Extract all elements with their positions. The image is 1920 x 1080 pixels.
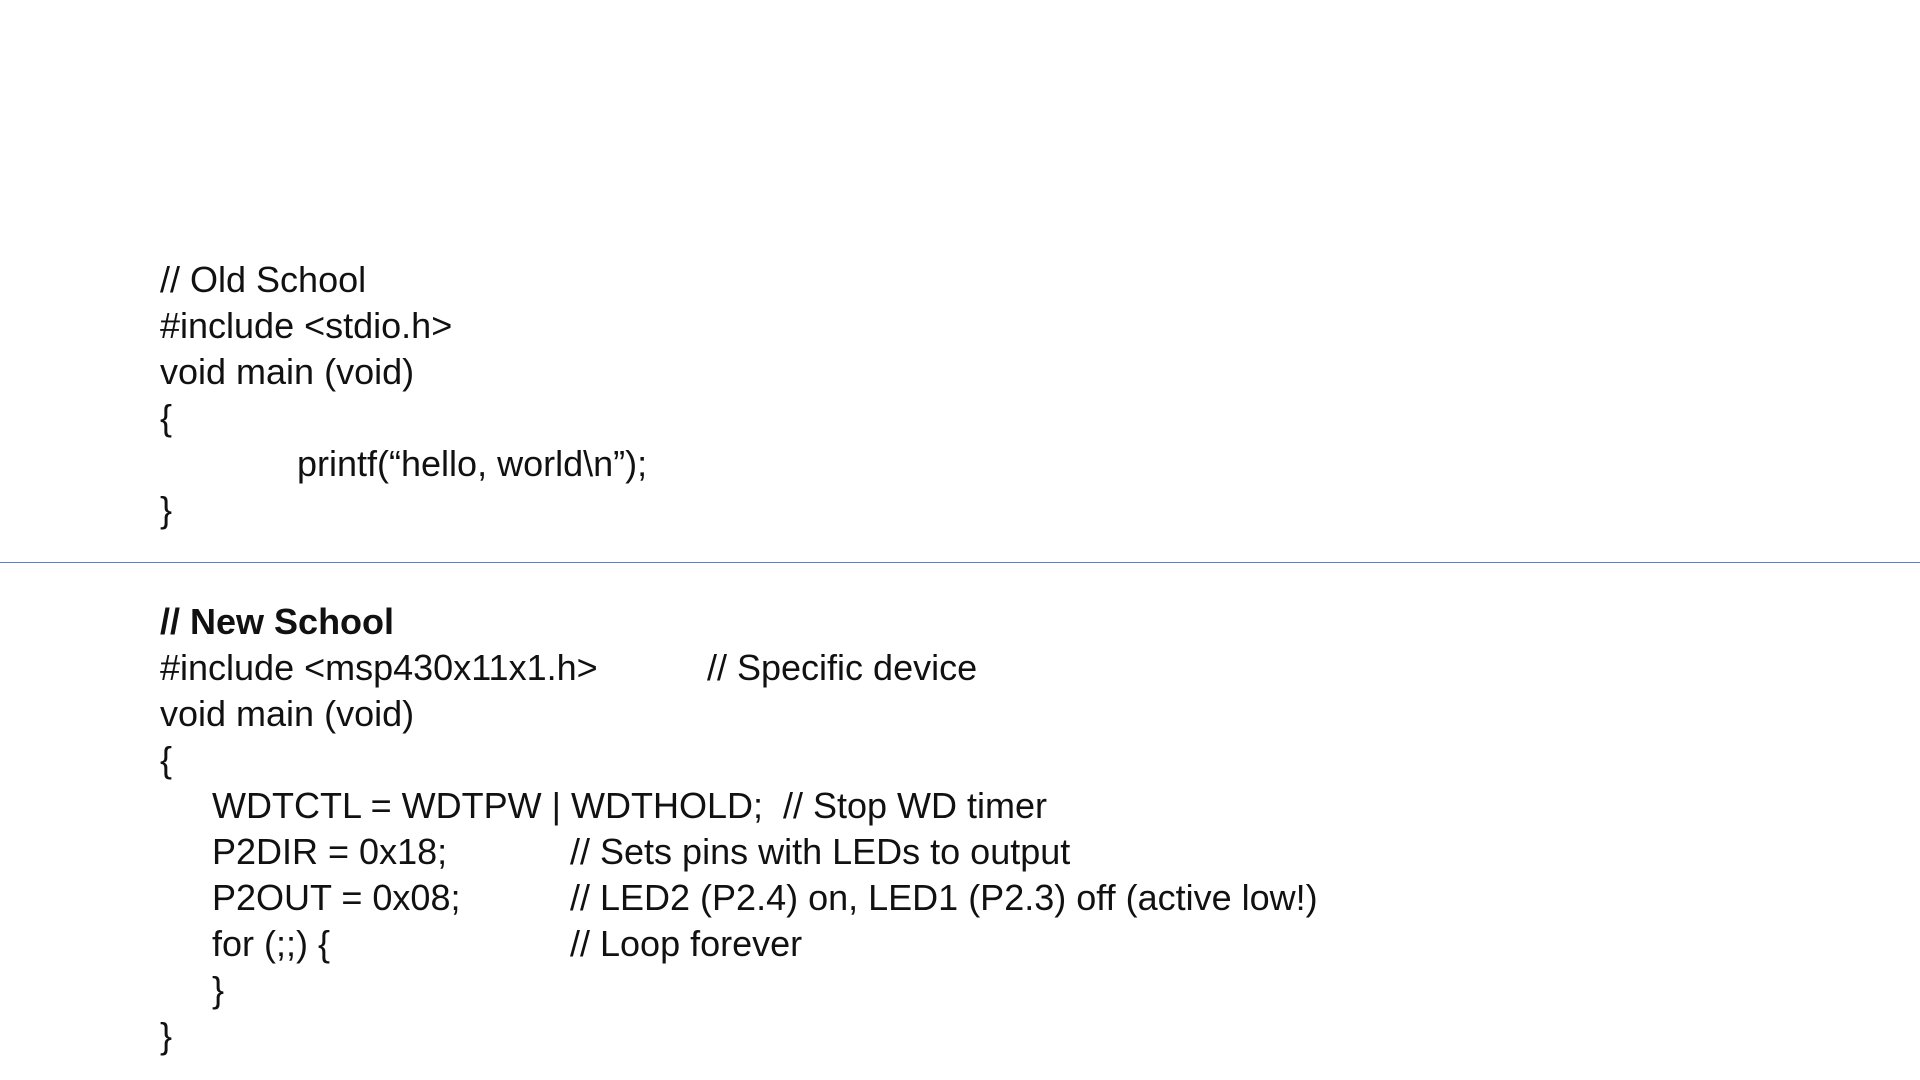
new-school-include-line: #include <msp430x11x1.h> bbox=[160, 647, 598, 688]
new-school-open-brace: { bbox=[160, 739, 173, 780]
old-school-include-line: #include <stdio.h> bbox=[160, 305, 453, 346]
old-school-main-signature: void main (void) bbox=[160, 351, 415, 392]
new-school-p2dir-comment: // Sets pins with LEDs to output bbox=[570, 831, 1071, 872]
new-school-include-comment: // Specific device bbox=[707, 647, 978, 688]
old-school-printf-line: printf(“hello, world\n”); bbox=[297, 443, 648, 484]
new-school-p2out-code: P2OUT = 0x08; bbox=[212, 877, 461, 918]
new-school-p2dir-code: P2DIR = 0x18; bbox=[212, 831, 448, 872]
new-school-inner-close-brace: } bbox=[212, 969, 225, 1010]
new-school-for-comment: // Loop forever bbox=[570, 923, 803, 964]
new-school-for-code: for (;;) { bbox=[212, 923, 331, 964]
new-school-comment: // New School bbox=[160, 601, 395, 642]
old-school-comment: // Old School bbox=[160, 259, 367, 300]
new-school-main-signature: void main (void) bbox=[160, 693, 415, 734]
old-school-open-brace: { bbox=[160, 397, 173, 438]
new-school-close-brace: } bbox=[160, 1015, 173, 1056]
new-school-wdt-line: WDTCTL = WDTPW | WDTHOLD; // Stop WD tim… bbox=[212, 785, 1048, 826]
section-divider bbox=[0, 562, 1920, 563]
old-school-close-brace: } bbox=[160, 489, 173, 530]
new-school-p2out-comment: // LED2 (P2.4) on, LED1 (P2.3) off (acti… bbox=[570, 877, 1318, 918]
